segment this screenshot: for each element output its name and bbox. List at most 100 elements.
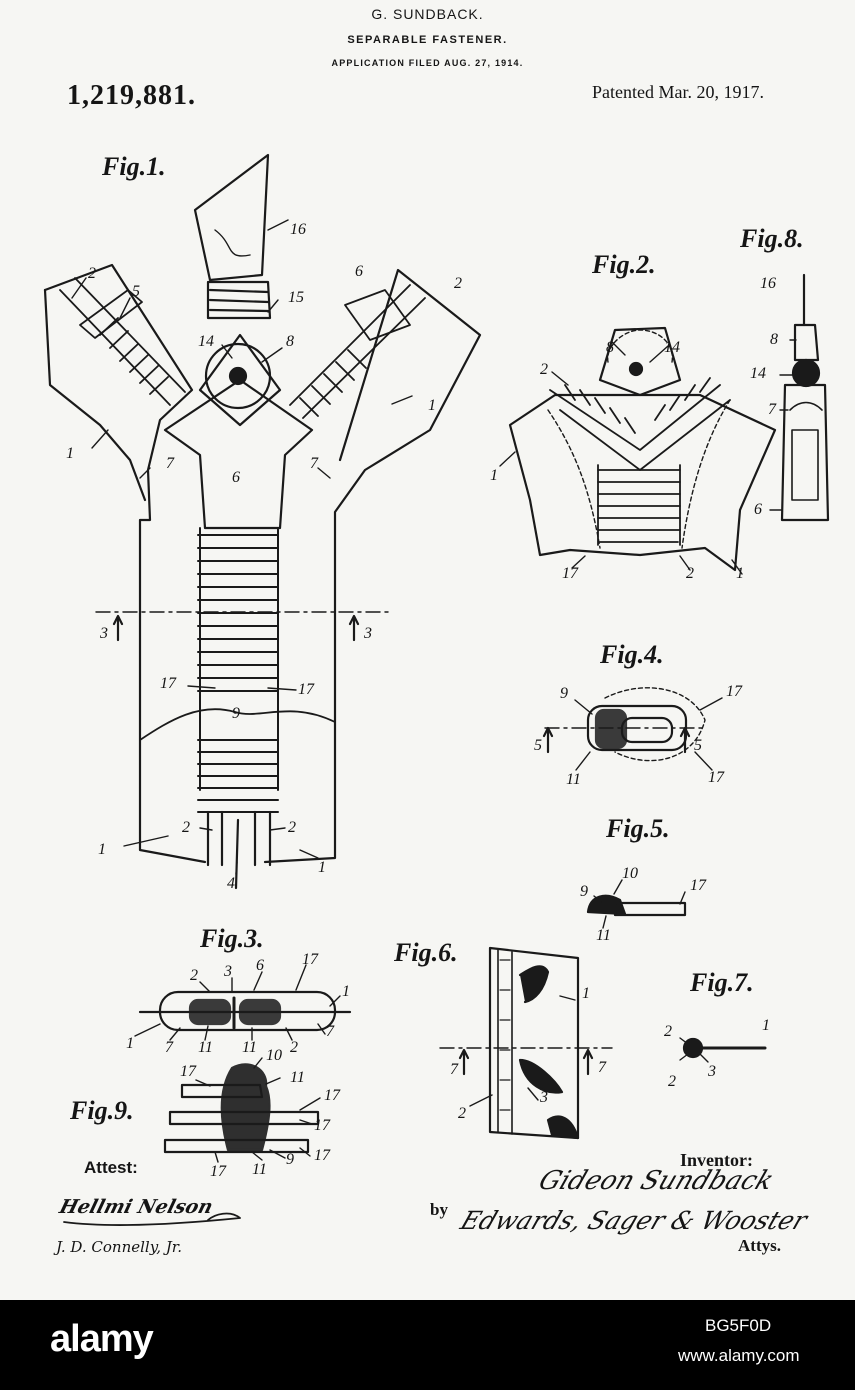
fig1-label: 4	[227, 876, 235, 892]
fig1-right-tape	[265, 270, 480, 862]
fig-4-title: Fig.4.	[600, 640, 664, 670]
fig6-label: 3	[540, 1090, 548, 1106]
fig1-label: 17	[160, 676, 176, 692]
fig4-label: 9	[560, 686, 568, 702]
fig6-label: 7	[598, 1060, 606, 1076]
fig1-slider	[165, 380, 312, 528]
fig5-label: 10	[622, 866, 638, 882]
attys-label: Attys.	[738, 1236, 781, 1256]
fig3-label: 1	[342, 984, 350, 1000]
fig1-label: 5	[132, 284, 140, 300]
fig1-label: 2	[454, 276, 462, 292]
fig1-label: 7	[166, 456, 174, 472]
fig1-label: 6	[232, 470, 240, 486]
fig9-label: 17	[180, 1064, 196, 1080]
fig1-label: 2	[88, 266, 96, 282]
watermark-url: www.alamy.com	[678, 1346, 800, 1366]
fig1-label: 17	[298, 682, 314, 698]
fig7-label: 2	[664, 1024, 672, 1040]
fig7-drawing	[680, 1038, 765, 1062]
fig3-label: 6	[256, 958, 264, 974]
patent-sheet: G. SUNDBACK. SEPARABLE FASTENER. APPLICA…	[0, 0, 855, 1300]
fig2-label: 2	[686, 566, 694, 582]
fig4-label: 17	[726, 684, 742, 700]
fig1-label: 2	[182, 820, 190, 836]
fig4-label: 5	[534, 738, 542, 754]
fig9-label: 17	[210, 1164, 226, 1180]
witness-signature-2: J. D. Connelly, Jr.	[56, 1238, 182, 1256]
fig-1-title: Fig.1.	[102, 152, 166, 182]
fig5-label: 9	[580, 884, 588, 900]
patent-title: SEPARABLE FASTENER.	[0, 34, 855, 46]
fig6-label: 1	[582, 986, 590, 1002]
fig3-label: 7	[165, 1040, 173, 1056]
fig-9-title: Fig.9.	[70, 1096, 134, 1126]
fig1-label: 3	[100, 626, 108, 642]
fig1-label: 1	[98, 842, 106, 858]
fig8-label: 14	[750, 366, 766, 382]
fig8-label: 7	[768, 402, 776, 418]
fig7-label: 3	[708, 1064, 716, 1080]
fig2-label: 14	[664, 340, 680, 356]
fig-2-title: Fig.2.	[592, 250, 656, 280]
fig8-drawing	[770, 275, 828, 520]
patented-date: Patented Mar. 20, 1917.	[592, 82, 764, 103]
fig9-label: 10	[266, 1048, 282, 1064]
inventor-signature: Gideon Sundback	[535, 1166, 778, 1196]
fig9-label: 17	[324, 1088, 340, 1104]
fig4-drawing	[544, 688, 722, 770]
fig9-label: 17	[314, 1118, 330, 1134]
fig-5-title: Fig.5.	[606, 814, 670, 844]
fig1-label: 15	[288, 290, 304, 306]
attest-label: Attest:	[84, 1158, 138, 1178]
watermark-image-id: BG5F0D	[705, 1316, 771, 1336]
fig6-label: 2	[458, 1106, 466, 1122]
fig8-label: 8	[770, 332, 778, 348]
fig-3-title: Fig.3.	[200, 924, 264, 954]
fig3-label: 2	[290, 1040, 298, 1056]
fig3-label: 11	[242, 1040, 257, 1056]
fig3-label: 17	[302, 952, 318, 968]
fig9-label: 11	[252, 1162, 267, 1178]
fig2-label: 8	[606, 340, 614, 356]
fig-6-title: Fig.6.	[394, 938, 458, 968]
fig2-label: 1	[736, 566, 744, 582]
fig1-drawing	[45, 155, 480, 888]
fig1-label: 16	[290, 222, 306, 238]
by-label: by	[430, 1200, 448, 1220]
fig3-label: 7	[326, 1024, 334, 1040]
fig9-label: 11	[290, 1070, 305, 1086]
witness-signature-1: Hellmi Nelson	[57, 1196, 215, 1218]
fig4-label: 11	[566, 772, 581, 788]
fig8-label: 16	[760, 276, 776, 292]
fig1-label: 1	[66, 446, 74, 462]
fig1-left-tape-inner	[45, 290, 145, 500]
fig5-drawing	[588, 880, 685, 928]
fig1-label: 9	[232, 706, 240, 722]
fig1-label: 8	[286, 334, 294, 350]
attorneys-signature: Edwards, Sager & Wooster	[457, 1206, 811, 1235]
fig1-label: 2	[288, 820, 296, 836]
fig5-label: 11	[596, 928, 611, 944]
fig7-label: 2	[668, 1074, 676, 1090]
fig1-label: 7	[310, 456, 318, 472]
fig2-label: 17	[562, 566, 578, 582]
fig1-label: 1	[428, 398, 436, 414]
fig4-label: 17	[708, 770, 724, 786]
fig2-label: 2	[540, 362, 548, 378]
patent-inventor-header: G. SUNDBACK.	[0, 6, 855, 22]
fig4-label: 5	[694, 738, 702, 754]
fig1-label: 3	[364, 626, 372, 642]
fig3-label: 3	[224, 964, 232, 980]
application-filed-line: APPLICATION FILED AUG. 27, 1914.	[0, 58, 855, 68]
fig1-label: 14	[198, 334, 214, 350]
fig3-drawing	[135, 965, 350, 1040]
fig-8-title: Fig.8.	[740, 224, 804, 254]
fig1-label: 6	[355, 264, 363, 280]
fig6-label: 7	[450, 1062, 458, 1078]
fig9-label: 17	[314, 1148, 330, 1164]
fig-7-title: Fig.7.	[690, 968, 754, 998]
watermark-logo: alamy	[50, 1318, 153, 1361]
fig3-label: 1	[126, 1036, 134, 1052]
fig7-label: 1	[762, 1018, 770, 1034]
